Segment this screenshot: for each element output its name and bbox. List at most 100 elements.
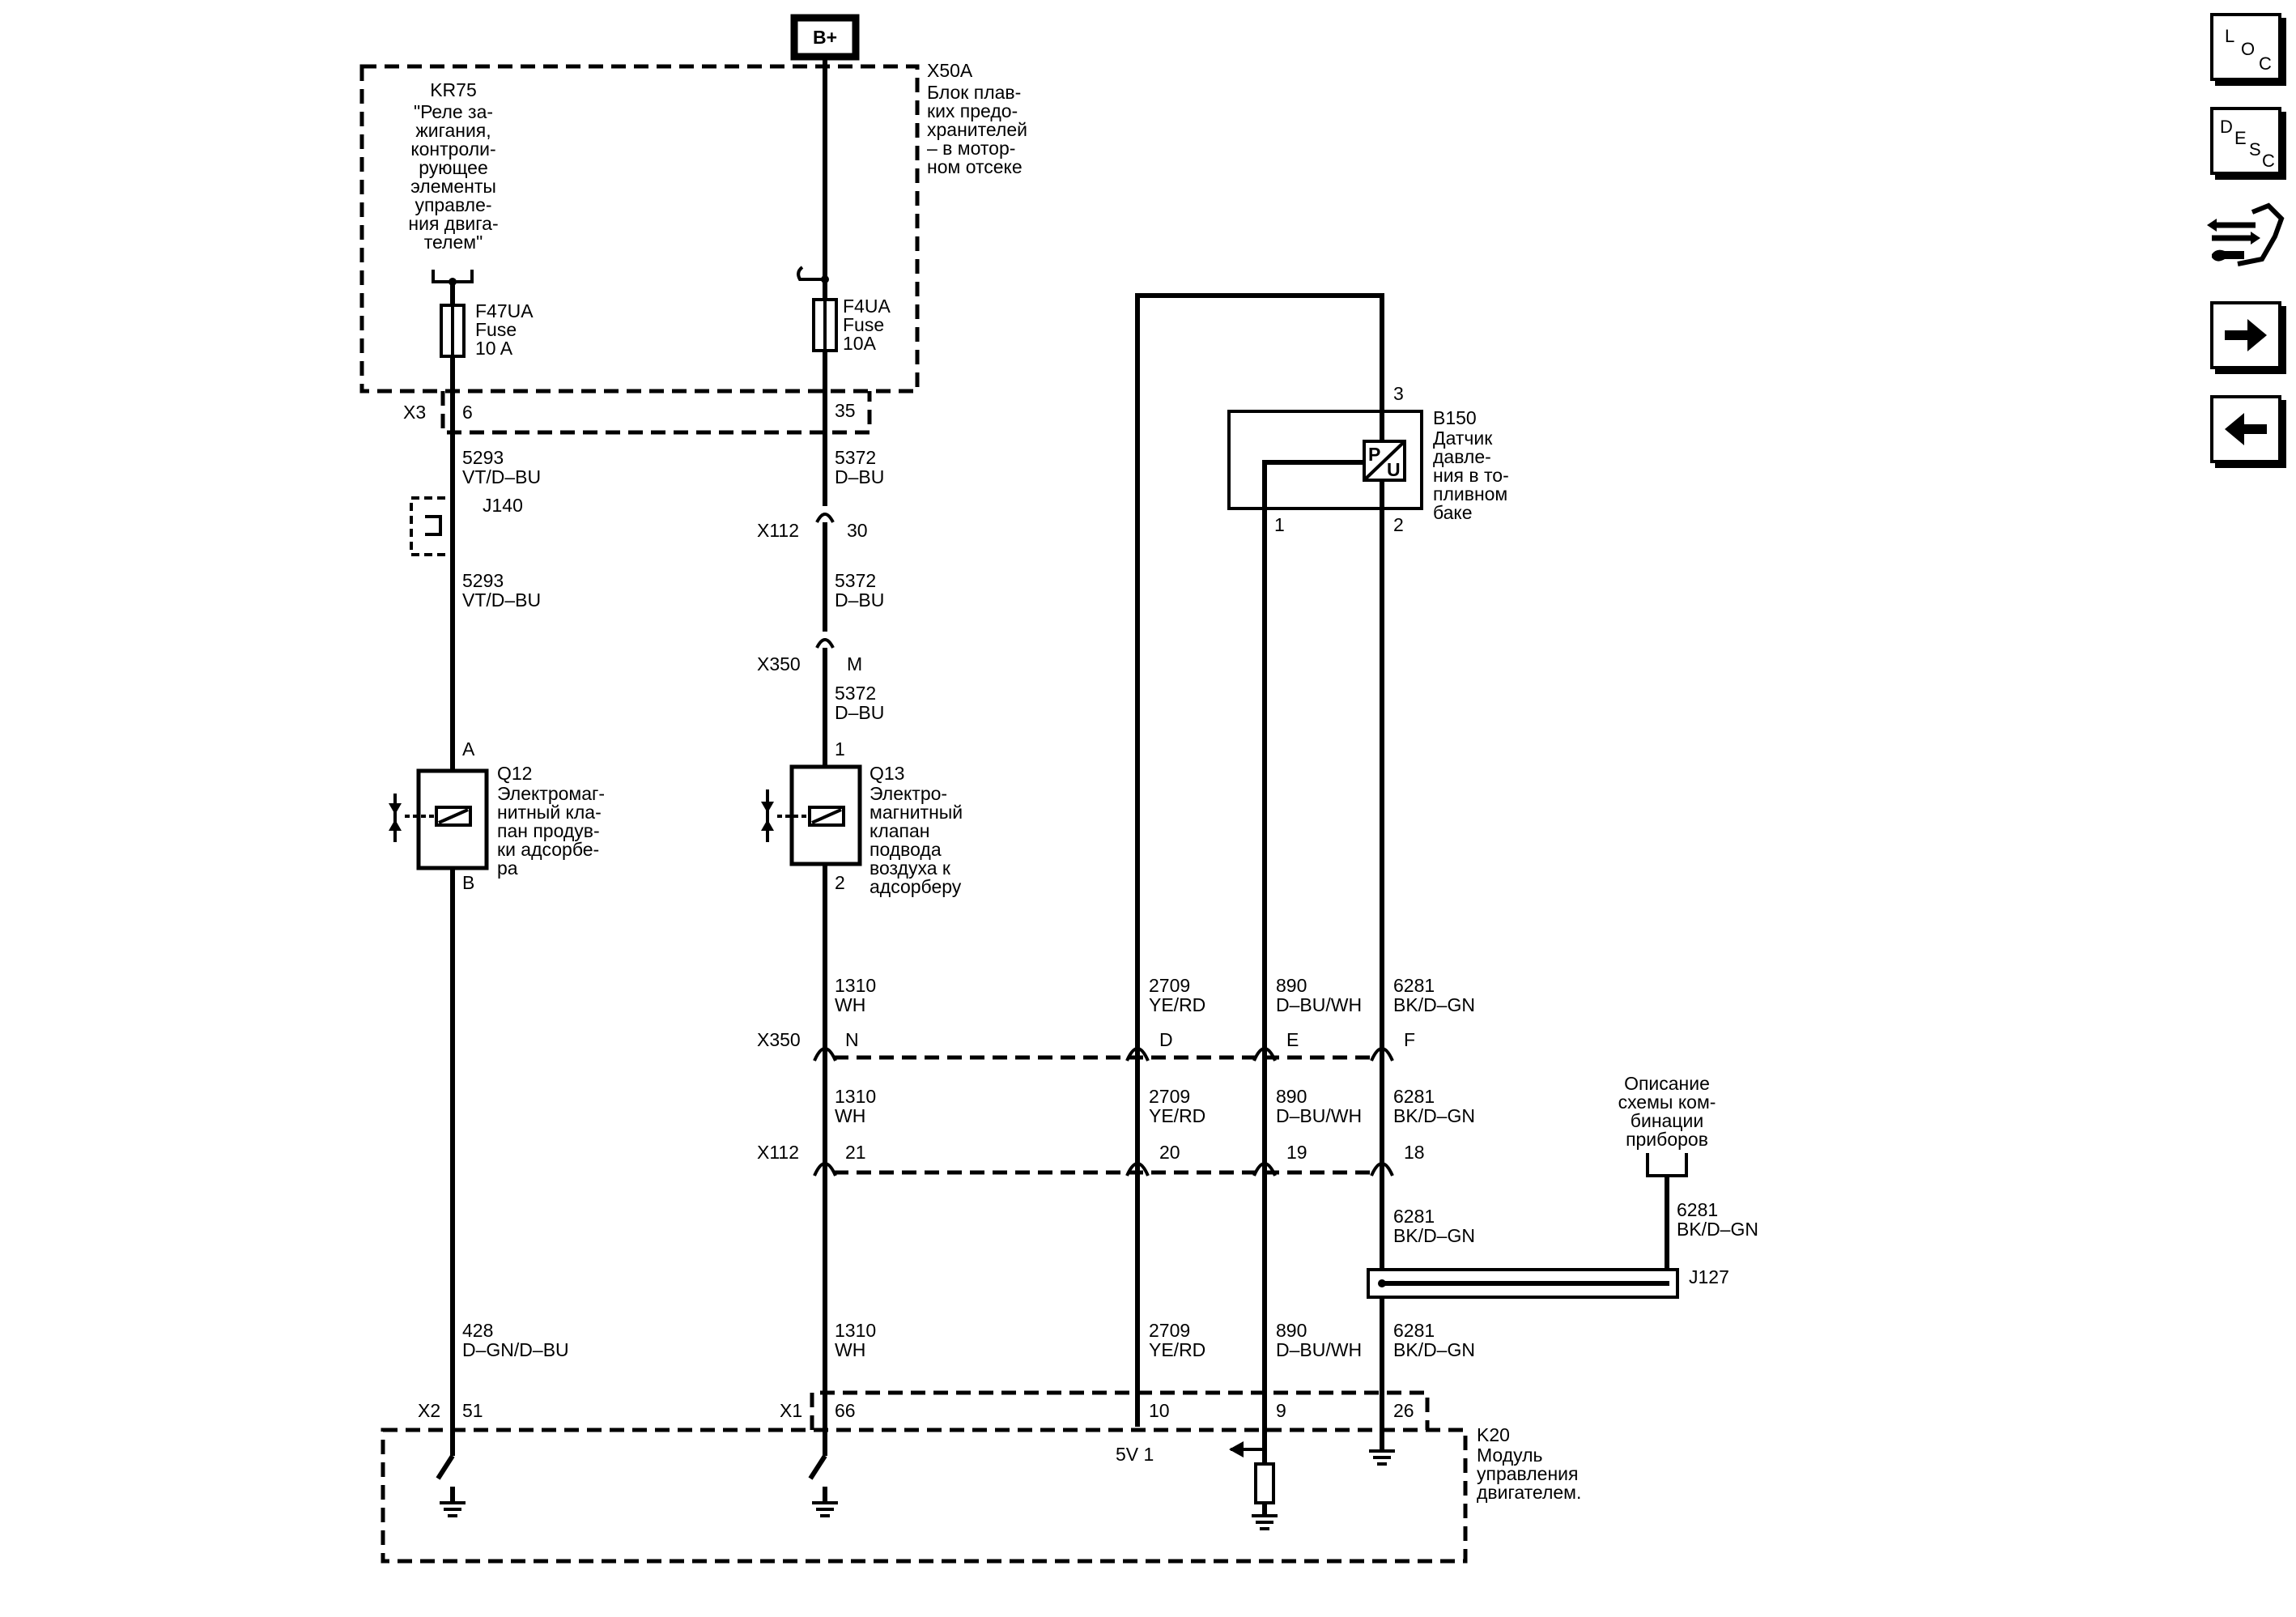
- svg-text:пливном: пливном: [1433, 483, 1507, 504]
- previous-page-button[interactable]: [2210, 395, 2281, 463]
- x50a-description: Блок плав- ких предо- хранителей – в мот…: [927, 82, 1027, 177]
- splice-j127: [1367, 1268, 1679, 1299]
- x112-pin-19: 19: [1286, 1142, 1307, 1163]
- wire-428-color: D–GN/D–BU: [462, 1339, 569, 1360]
- svg-text:клапан: клапан: [870, 820, 929, 841]
- x1-connector-outline: [810, 1390, 1430, 1430]
- svg-text:Электромаг-: Электромаг-: [497, 783, 605, 804]
- splice-j127-id: J127: [1689, 1266, 1729, 1287]
- svg-text:Модуль: Модуль: [1477, 1445, 1543, 1466]
- wire-6281-j-color: BK/D–GN: [1393, 1225, 1475, 1246]
- svg-text:D–BU/WH: D–BU/WH: [1276, 1339, 1362, 1360]
- x112-top-connector-symbol: [815, 513, 835, 523]
- location-letter-o: O: [2241, 39, 2256, 59]
- sensor-symbol-u: U: [1387, 459, 1401, 480]
- svg-text:D–BU/WH: D–BU/WH: [1276, 1105, 1362, 1126]
- svg-text:пан продув-: пан продув-: [497, 820, 600, 841]
- svg-text:хранителей: хранителей: [927, 119, 1027, 140]
- fuse-f4ua-type: Fuse: [843, 314, 884, 335]
- wire-labels-upper: 1310 WH 2709 YE/RD 890 D–BU/WH 6281 BK/D…: [835, 975, 1475, 1015]
- svg-text:ния двига-: ния двига-: [408, 213, 498, 234]
- x2-pin-51: 51: [462, 1400, 483, 1421]
- q12-pin-a: A: [462, 738, 475, 760]
- svg-text:1310: 1310: [835, 975, 876, 996]
- wire-labels-mid: 1310 WH 2709 YE/RD 890 D–BU/WH 6281 BK/D…: [835, 1086, 1475, 1126]
- q12-pin-b: B: [462, 872, 474, 893]
- k20-id: K20: [1477, 1424, 1510, 1445]
- q13-id: Q13: [870, 763, 904, 784]
- description-letter-c: C: [2262, 151, 2275, 171]
- k20-description: Модуль управления двигателем.: [1477, 1445, 1581, 1503]
- svg-text:WH: WH: [835, 1339, 865, 1360]
- svg-text:ра: ра: [497, 857, 518, 879]
- q13-pin-1: 1: [835, 738, 845, 760]
- svg-text:6281: 6281: [1393, 1320, 1435, 1341]
- svg-text:Блок плав-: Блок плав-: [927, 82, 1021, 103]
- x3-connector-outline: [440, 391, 872, 435]
- svg-text:2709: 2709: [1149, 1086, 1190, 1107]
- fuse-f4ua-rating: 10A: [843, 333, 877, 354]
- cluster-reference-text: Описание схемы ком- бинации приборов: [1618, 1073, 1716, 1150]
- fuse-f47ua: [440, 304, 466, 358]
- b150-pin-3: 3: [1393, 383, 1404, 404]
- svg-text:WH: WH: [835, 994, 865, 1015]
- q12-description: Электромаг- нитный кла- пан продув- ки а…: [497, 783, 605, 879]
- b150-description: Датчик давле- ния в то- пливном баке: [1433, 428, 1509, 523]
- k20-internal-switch-left: [436, 1454, 466, 1517]
- svg-text:давле-: давле-: [1433, 446, 1491, 467]
- svg-text:D–BU/WH: D–BU/WH: [1276, 994, 1362, 1015]
- x1-pin-66: 66: [835, 1400, 856, 1421]
- q13-pin-2: 2: [835, 872, 845, 893]
- x1-pin-9: 9: [1276, 1400, 1286, 1421]
- svg-text:Датчик: Датчик: [1433, 428, 1493, 449]
- connector-repair-button[interactable]: [2205, 201, 2286, 274]
- splice-j140: [410, 496, 453, 556]
- arrow-left-icon: [2225, 413, 2267, 445]
- svg-text:подвода: подвода: [870, 839, 942, 860]
- svg-text:2709: 2709: [1149, 1320, 1190, 1341]
- svg-text:YE/RD: YE/RD: [1149, 1105, 1205, 1126]
- x350-connector-pins: [813, 1047, 1394, 1062]
- svg-text:жигания,: жигания,: [415, 120, 491, 141]
- x350-top-id: X350: [757, 653, 801, 674]
- x1-id: X1: [780, 1400, 802, 1421]
- battery-positive-terminal: B+: [790, 14, 860, 61]
- wire-5372-number-a: 5372: [835, 447, 876, 468]
- svg-text:6281: 6281: [1393, 1086, 1435, 1107]
- wire-5372-color-a: D–BU: [835, 466, 884, 487]
- wire-5293-number-b: 5293: [462, 570, 504, 591]
- svg-text:двигателем.: двигателем.: [1477, 1482, 1581, 1503]
- solenoid-q12: [389, 768, 489, 870]
- signal-input-resistor: [1229, 1441, 1278, 1530]
- fuse-f47ua-type: Fuse: [475, 319, 517, 340]
- k20-module-outline: [381, 1428, 1468, 1564]
- svg-text:адсорберу: адсорберу: [870, 876, 962, 897]
- svg-text:ния в то-: ния в то-: [1433, 465, 1509, 486]
- x350-pin-f: F: [1404, 1029, 1415, 1050]
- wire-428-number: 428: [462, 1320, 493, 1341]
- sensor-ground-symbol: [1369, 1449, 1395, 1466]
- svg-text:YE/RD: YE/RD: [1149, 1339, 1205, 1360]
- x3-id: X3: [403, 402, 426, 423]
- fuse-f4ua: [812, 298, 838, 352]
- x2-id: X2: [418, 1400, 440, 1421]
- svg-text:BK/D–GN: BK/D–GN: [1393, 994, 1475, 1015]
- svg-text:управле-: управле-: [415, 194, 491, 215]
- location-button[interactable]: L O C: [2210, 13, 2281, 81]
- svg-text:BK/D–GN: BK/D–GN: [1393, 1105, 1475, 1126]
- svg-text:YE/RD: YE/RD: [1149, 994, 1205, 1015]
- svg-text:рующее: рующее: [419, 157, 488, 178]
- q13-description: Электро- магнитный клапан подвода воздух…: [870, 783, 963, 897]
- next-page-button[interactable]: [2210, 301, 2281, 369]
- wire-labels-lower: 1310 WH 2709 YE/RD 890 D–BU/WH 6281 BK/D…: [835, 1320, 1475, 1360]
- svg-text:890: 890: [1276, 1320, 1307, 1341]
- x112-mid-id: X112: [757, 1142, 799, 1163]
- svg-text:1310: 1310: [835, 1320, 876, 1341]
- description-button[interactable]: D E S C: [2210, 107, 2281, 175]
- description-letter-s: S: [2249, 139, 2261, 160]
- wire-5372-number-b: 5372: [835, 570, 876, 591]
- fuse-f47ua-rating: 10 A: [475, 338, 513, 359]
- b150-id: B150: [1433, 407, 1477, 428]
- x112-pin-20: 20: [1159, 1142, 1180, 1163]
- svg-text:контроли-: контроли-: [410, 138, 495, 160]
